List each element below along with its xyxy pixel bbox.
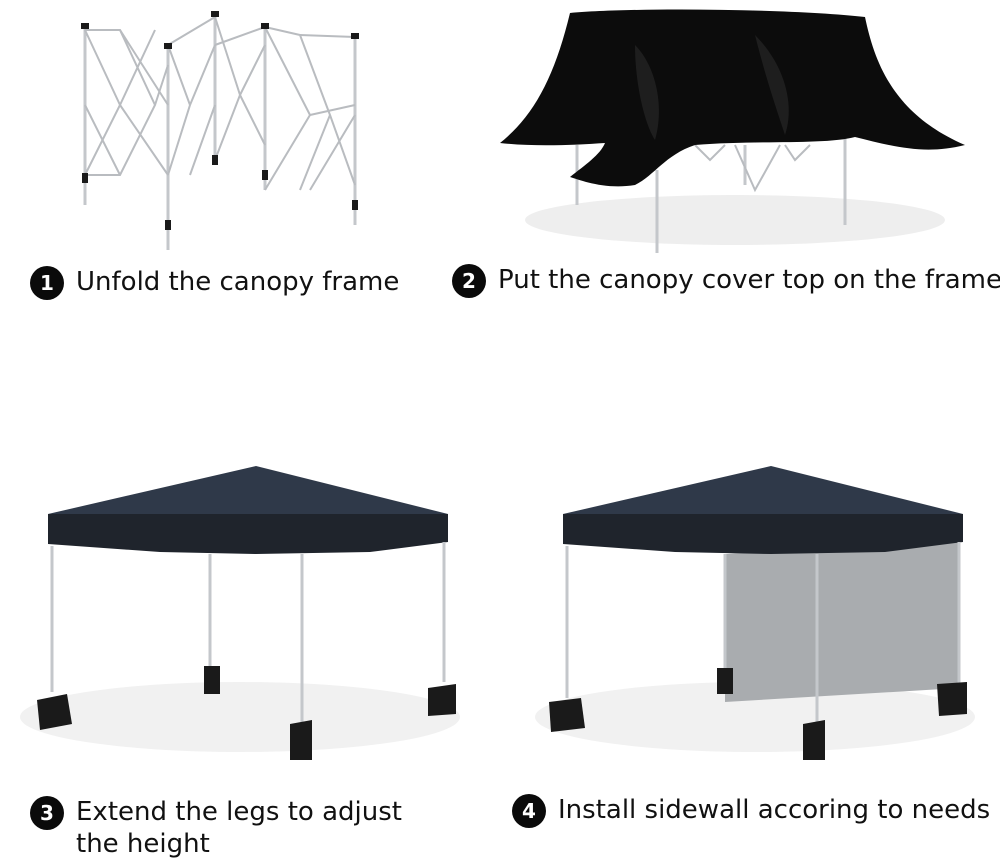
step-1-badge: 1 <box>30 266 64 300</box>
step-2-image <box>495 5 975 255</box>
step-4-badge: 4 <box>512 794 546 828</box>
step-2-caption: 2 Put the canopy cover top on the frame <box>452 264 1000 298</box>
step-4-caption: 4 Install sidewall accoring to needs <box>512 794 990 828</box>
step-3-image <box>20 462 470 767</box>
step-2-badge: 2 <box>452 264 486 298</box>
step-3-badge: 3 <box>30 796 64 830</box>
canopy-tent-icon <box>20 466 460 760</box>
step-1-label: Unfold the canopy frame <box>76 267 400 297</box>
step-4-label: Install sidewall accoring to needs <box>558 795 991 825</box>
step-2-label: Put the canopy cover top on the frame <box>498 265 1000 295</box>
step-3-caption: 3 Extend the legs to adjust the height <box>30 796 406 860</box>
folding-frame-icon <box>81 11 359 250</box>
cover-on-frame-icon <box>500 9 965 253</box>
step-3-label: Extend the legs to adjust the height <box>76 797 402 859</box>
step-4-image <box>535 462 985 767</box>
step-1-image <box>60 5 380 255</box>
canopy-sidewall-icon <box>535 466 975 760</box>
step-1-caption: 1 Unfold the canopy frame <box>30 266 399 300</box>
